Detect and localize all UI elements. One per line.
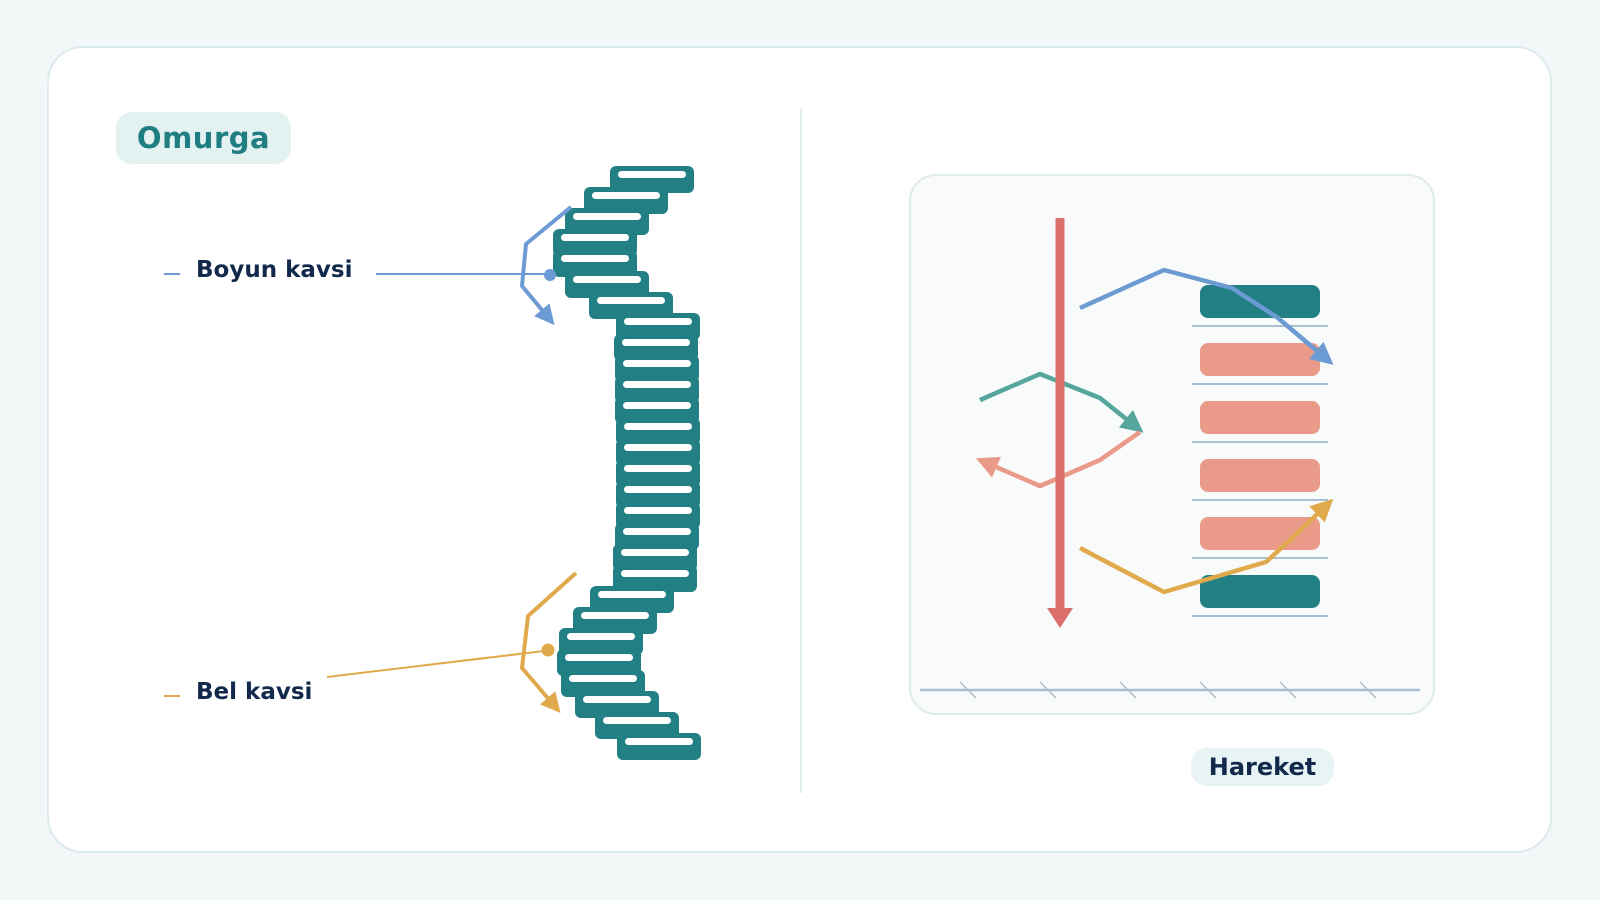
- lumbar-callout-line: [326, 650, 545, 678]
- panel-divider: [800, 108, 802, 793]
- vertebra-disc-highlight: [581, 612, 649, 619]
- vertebra-disc-highlight: [618, 171, 686, 178]
- vertebra-disc-highlight: [565, 654, 633, 661]
- vertebra-disc-highlight: [624, 423, 692, 430]
- bottom-vertebra-block: [1200, 575, 1320, 608]
- vertebra-disc-highlight: [624, 465, 692, 472]
- vertebra-disc-highlight: [624, 486, 692, 493]
- vertebra-disc-highlight: [624, 507, 692, 514]
- vertebra-disc-highlight: [623, 402, 691, 409]
- vertebra-disc-highlight: [573, 276, 641, 283]
- disc-block: [1200, 401, 1320, 434]
- lumbar-curve-arrow: [520, 571, 578, 714]
- title-badge: Omurga: [116, 112, 291, 164]
- disc-block: [1200, 517, 1320, 550]
- lumbar-curve-label: Bel kavsi: [196, 679, 313, 705]
- neck-callout-dot: [544, 269, 556, 281]
- vertebra-disc-highlight: [603, 717, 671, 724]
- gold-motion-arrow: [1078, 498, 1334, 595]
- neck-curve-arrow: [520, 205, 573, 326]
- top-vertebra-block: [1200, 285, 1320, 318]
- disc-separators: [1192, 325, 1328, 617]
- vertebra-disc-highlight: [573, 213, 641, 220]
- vertebra-disc-highlight: [597, 297, 665, 304]
- lumbar-callout-dot: [541, 643, 555, 657]
- vertebra-disc-highlight: [598, 591, 666, 598]
- disc-block: [1200, 459, 1320, 492]
- vertebra-disc-highlight: [622, 339, 690, 346]
- disc-block: [1200, 343, 1320, 376]
- down-arrow-icon: [1047, 608, 1073, 628]
- vertebrae-column: [553, 166, 701, 760]
- teal-motion-arrow: [979, 371, 1144, 433]
- vertebra-disc-highlight: [623, 360, 691, 367]
- salmon-motion-arrow: [975, 430, 1142, 489]
- vertebra-disc-highlight: [569, 675, 637, 682]
- neck-curve-label: Boyun kavsi: [196, 257, 353, 283]
- vertebra-disc-highlight: [583, 696, 651, 703]
- vertebra-disc-highlight: [623, 528, 691, 535]
- vertebra-disc-highlight: [625, 738, 693, 745]
- baseline-ticks: [959, 681, 1377, 699]
- movement-panel: [909, 174, 1435, 715]
- vertebra-disc-highlight: [561, 255, 629, 262]
- vertebra-body: [617, 733, 701, 760]
- lumbar-legend-dash: [164, 695, 180, 697]
- vertebra-disc-highlight: [621, 570, 689, 577]
- vertebra-disc-highlight: [592, 192, 660, 199]
- vertebra-disc-highlight: [621, 549, 689, 556]
- neck-legend-dash: [164, 273, 180, 275]
- vertebra-disc-highlight: [567, 633, 635, 640]
- vertebra-disc-highlight: [624, 444, 692, 451]
- vertebra-disc-highlight: [561, 234, 629, 241]
- vertebra-disc-highlight: [623, 381, 691, 388]
- vertebra-disc-highlight: [624, 318, 692, 325]
- blue-motion-arrow: [1079, 267, 1334, 365]
- movement-label: Hareket: [1191, 748, 1334, 786]
